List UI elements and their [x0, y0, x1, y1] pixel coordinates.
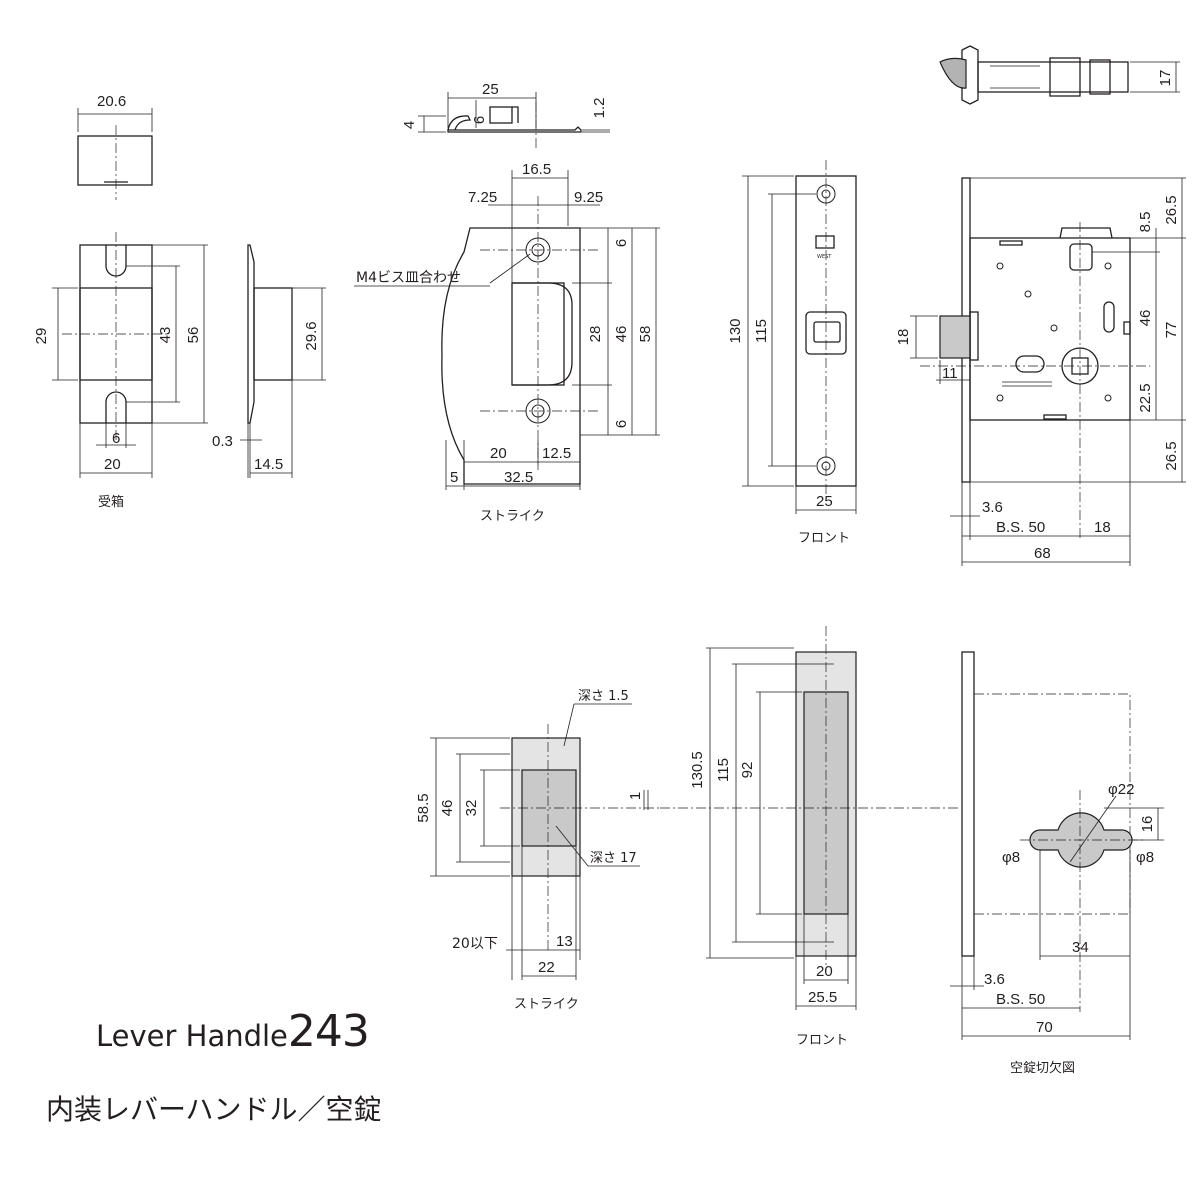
strike-callout-m4: M4ビス皿合わせ: [356, 270, 461, 286]
case-cut-dim-36: 3.6: [984, 971, 1005, 988]
ukebako-dim-03: 0.3: [212, 433, 233, 450]
front-top-dim-130: 130: [727, 318, 744, 343]
case-cut-dim-34: 34: [1072, 939, 1089, 956]
front-cut-dim-255: 25.5: [808, 989, 837, 1006]
strike-dim-12: 1.2: [591, 98, 608, 119]
product-model-number: 243: [287, 1006, 370, 1057]
strike-cut-dim-46: 46: [439, 800, 456, 817]
case-dim-265b: 26.5: [1163, 441, 1180, 470]
ukebako-view: 20.6 29 43 56 6 20: [33, 93, 326, 510]
strike-dim-25: 25: [482, 81, 499, 98]
strike-top-label: ストライク: [480, 509, 545, 524]
case-dim-85: 8.5: [1137, 212, 1154, 233]
strike-cut-dim-1: 1: [627, 792, 644, 800]
strike-dim-125: 12.5: [542, 445, 571, 462]
ukebako-dim-6: 6: [112, 430, 120, 447]
strike-top-view: 25 6 4 1.2 16.5 7.25 9.25: [354, 81, 660, 524]
ukebako-dim-145: 14.5: [254, 456, 283, 473]
strike-cut-dim-20max: 20以下: [452, 936, 498, 952]
case-dim-225: 22.5: [1137, 383, 1154, 412]
ukebako-dim-43: 43: [157, 327, 174, 344]
strike-dim-4: 4: [401, 121, 418, 129]
strike-cut-depth17: 深さ 17: [590, 851, 637, 866]
case-cut-d22: φ22: [1108, 781, 1134, 798]
ukebako-dim-296: 29.6: [303, 321, 320, 350]
product-title-en: Lever Handle243: [96, 1006, 370, 1057]
front-top-dim-25: 25: [816, 493, 833, 510]
ukebako-dim-w-top: 20.6: [97, 93, 126, 110]
strike-dim-165: 16.5: [522, 161, 551, 178]
case-cut-dim-16: 16: [1139, 816, 1156, 833]
front-cut-dim-1305: 130.5: [689, 751, 706, 789]
case-dim-18w: 18: [1094, 519, 1111, 536]
case-dim-bs: B.S. 50: [996, 519, 1045, 536]
product-title-jp: 内装レバーハンドル／空錠: [46, 1093, 382, 1126]
strike-dim-20: 20: [490, 445, 507, 462]
product-title-prefix: Lever Handle: [96, 1019, 288, 1053]
case-dim-77: 77: [1163, 322, 1180, 339]
strike-dim-325: 32.5: [504, 469, 533, 486]
strike-cut-label: ストライク: [514, 997, 579, 1012]
case-cut-label: 空錠切欠図: [1010, 1060, 1075, 1076]
case-cut-view: φ22 φ8 φ8 16 34 3.6 B.S. 50 70 空錠切欠図: [950, 651, 1164, 1076]
front-cut-dim-115: 115: [715, 758, 732, 782]
front-cut-view: 130.5 115 92 20 25.5 フロント: [660, 626, 960, 1048]
front-top-label: フロント: [798, 531, 850, 546]
case-cut-dim-70: 70: [1036, 1019, 1053, 1036]
case-dim-18h: 18: [895, 329, 912, 346]
case-cut-dim-bs: B.S. 50: [996, 991, 1045, 1008]
front-top-view: WEST 130 115 25 フロント: [727, 160, 857, 546]
strike-cut-depth15: 深さ 1.5: [578, 689, 629, 704]
ukebako-dim-29: 29: [33, 328, 50, 345]
strike-dim-925: 9.25: [574, 189, 603, 206]
case-dim-36: 3.6: [982, 499, 1003, 516]
ukebako-label: 受箱: [98, 494, 124, 510]
front-top-dim-115: 115: [753, 319, 770, 343]
svg-text:WEST: WEST: [817, 254, 832, 260]
case-dim-46: 46: [1137, 310, 1154, 327]
strike-dim-58: 58: [637, 326, 654, 343]
front-cut-dim-92: 92: [739, 762, 756, 779]
strike-cut-dim-13: 13: [556, 933, 573, 950]
strike-dim-46: 46: [613, 326, 630, 343]
strike-dim-725: 7.25: [468, 189, 497, 206]
strike-cut-dim-585: 58.5: [415, 793, 432, 822]
strike-cut-dim-32: 32: [463, 800, 480, 817]
case-view: 17 26.5 8.5 46 77: [895, 45, 1186, 566]
strike-dim-28: 28: [587, 326, 604, 343]
case-dim-265a: 26.5: [1163, 195, 1180, 224]
front-cut-label: フロント: [796, 1033, 848, 1048]
strike-cut-dim-22: 22: [538, 959, 555, 976]
case-cut-d8a: φ8: [1002, 849, 1020, 866]
strike-cut-view: 深さ 1.5 深さ 17 58.5 46 32 1 20以下 13 22 ストラ…: [415, 689, 660, 1012]
ukebako-dim-20: 20: [104, 456, 121, 473]
strike-dim-6-top: 6: [471, 116, 488, 124]
strike-dim-6b: 6: [613, 420, 630, 428]
case-dim-17: 17: [1157, 70, 1174, 87]
case-cut-d8b: φ8: [1136, 849, 1154, 866]
front-cut-dim-20: 20: [816, 963, 833, 980]
case-dim-11: 11: [942, 365, 958, 382]
case-dim-68: 68: [1034, 545, 1051, 562]
ukebako-dim-56: 56: [185, 327, 202, 344]
strike-dim-6a: 6: [613, 239, 630, 247]
strike-dim-5: 5: [450, 469, 458, 486]
